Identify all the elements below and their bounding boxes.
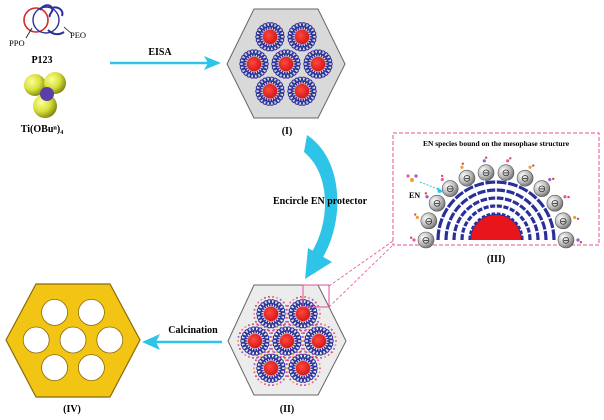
svg-text:⊖: ⊖ [463, 174, 471, 185]
svg-text:⊖: ⊖ [422, 236, 430, 247]
micelle [271, 49, 301, 79]
stage4-hexagon [5, 283, 141, 398]
micelle [237, 323, 273, 359]
pore [78, 298, 105, 326]
stage2-zoom-box [302, 284, 330, 308]
inset-title: EN species bound on the mesophase struct… [423, 139, 570, 148]
titanium-butoxide-molecule [24, 72, 66, 118]
svg-text:⊖: ⊖ [482, 168, 490, 179]
micelle [255, 22, 285, 52]
micelle [287, 22, 317, 52]
peo-label: PEO [70, 30, 86, 40]
micelle [255, 76, 285, 106]
zoom-leader-bottom [328, 244, 394, 308]
svg-text:⊖: ⊖ [538, 184, 546, 195]
stage1-label: (I) [282, 126, 293, 137]
pore [59, 326, 87, 354]
micelle [253, 350, 289, 387]
encircle-arrow [304, 135, 338, 279]
stage2-hexagon [227, 284, 347, 396]
pore [41, 298, 68, 326]
titanium-label: Ti(OBuⁿ)₄ [21, 124, 63, 135]
svg-text:⊖: ⊖ [521, 174, 529, 185]
micelle [285, 350, 321, 387]
svg-text:⊖: ⊖ [446, 184, 454, 195]
micelle [253, 295, 289, 332]
calcination-label: Calcination [168, 325, 218, 336]
eisa-label: EISA [148, 47, 172, 58]
en-label: EN [409, 191, 420, 200]
svg-text:⊖: ⊖ [433, 199, 441, 210]
micelle [287, 76, 317, 106]
svg-text:⊖: ⊖ [551, 199, 559, 210]
calcination-arrow [142, 334, 222, 350]
stage2-label: (II) [280, 404, 294, 415]
svg-text:⊖: ⊖ [502, 168, 510, 179]
stage3-label: (III) [487, 254, 505, 265]
micelle [301, 323, 337, 359]
micelle [303, 49, 333, 79]
inset-mesophase-detail: ⊖⊖⊖⊖⊖⊖⊖⊖⊖⊖⊖⊖ [406, 156, 583, 249]
encircle-label: Encircle EN protector [273, 196, 368, 207]
eisa-arrow [110, 56, 221, 70]
micelle [239, 49, 269, 79]
pore [78, 354, 105, 382]
svg-text:⊖: ⊖ [562, 236, 570, 247]
svg-text:⊖: ⊖ [425, 216, 433, 227]
p123-molecule [23, 4, 73, 39]
zoom-leader-top [328, 240, 394, 287]
pore [96, 326, 124, 354]
stage1-hexagon [226, 8, 346, 119]
pore [41, 354, 68, 382]
pore [22, 326, 50, 354]
ppo-label: PPO [9, 38, 25, 48]
svg-text:⊖: ⊖ [559, 216, 567, 227]
stage4-label: (IV) [63, 404, 81, 415]
p123-label: P123 [31, 55, 52, 66]
